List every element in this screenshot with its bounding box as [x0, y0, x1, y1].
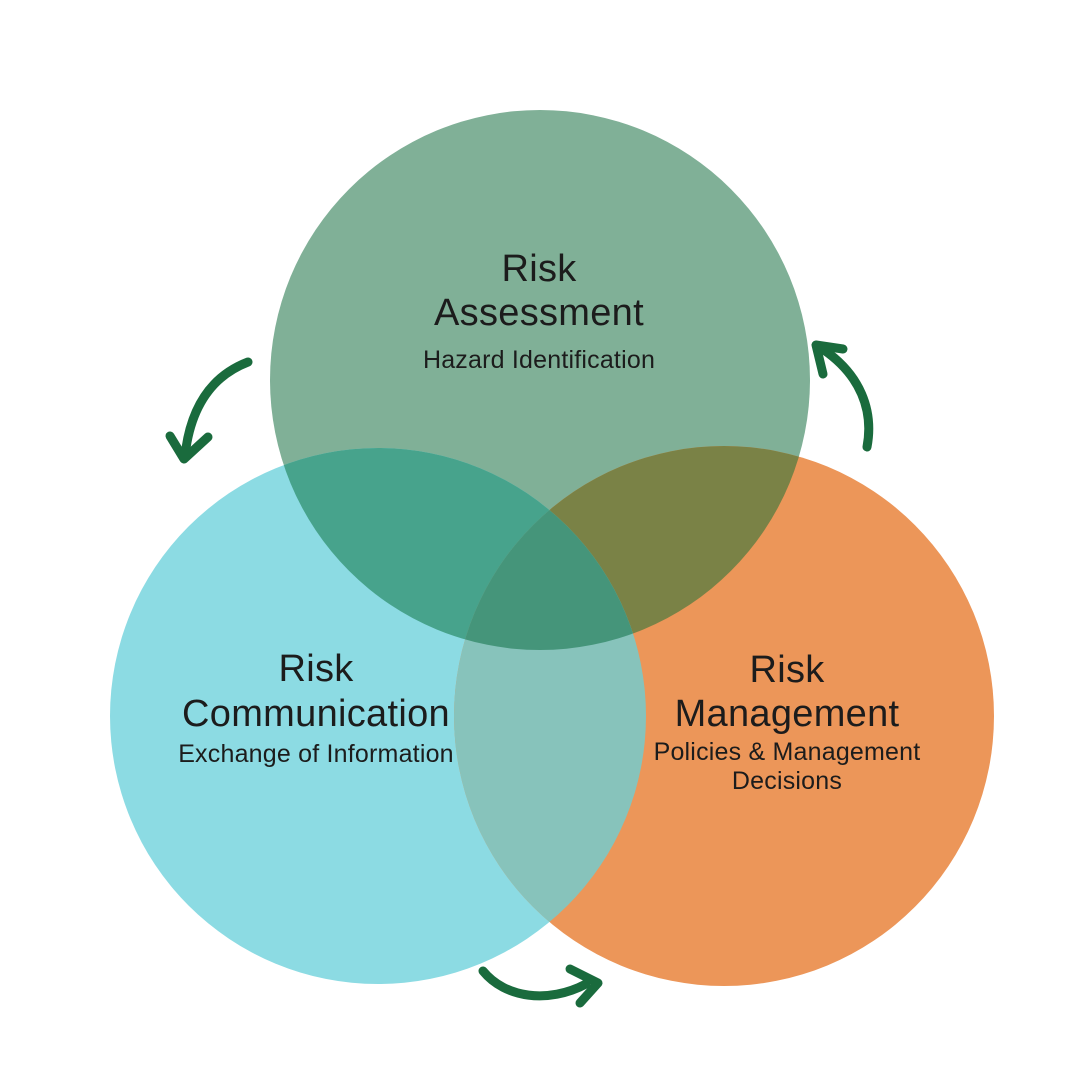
- arrowhead-up-left: [811, 340, 848, 379]
- curved-arrow-down-left-icon: [181, 357, 253, 453]
- risk-assessment-title-line1: Risk: [501, 248, 577, 290]
- risk-management-label: Risk Management Policies & Management De…: [654, 649, 921, 795]
- risk-assessment-title-line2: Assessment: [434, 292, 644, 334]
- right-cycle-arrow: [811, 340, 874, 452]
- center-overlap-layer: [454, 448, 646, 650]
- bottom-cycle-arrow: [478, 964, 603, 1008]
- risk-management-subtitle-line2: Decisions: [732, 767, 842, 795]
- risk-communication-subtitle: Exchange of Information: [178, 740, 454, 768]
- curved-arrow-up-icon: [819, 345, 874, 452]
- overlap-center-all-three: [454, 448, 646, 650]
- risk-communication-title-line2: Communication: [182, 693, 450, 735]
- left-cycle-arrow: [165, 357, 253, 464]
- risk-assessment-subtitle: Hazard Identification: [423, 346, 655, 374]
- risk-management-title-line1: Risk: [749, 649, 825, 691]
- risk-management-subtitle-line1: Policies & Management: [654, 738, 921, 766]
- risk-communication-title-line1: Risk: [278, 648, 354, 690]
- risk-management-title-line2: Management: [675, 693, 900, 735]
- arrowhead-down-left: [165, 431, 213, 464]
- curved-arrow-right-icon: [478, 966, 591, 1001]
- communication-overlap-layer: [454, 448, 646, 984]
- arrowhead-right: [565, 964, 603, 1008]
- risk-assessment-label: Risk Assessment Hazard Identification: [423, 248, 655, 374]
- risk-communication-label: Risk Communication Exchange of Informati…: [178, 648, 454, 768]
